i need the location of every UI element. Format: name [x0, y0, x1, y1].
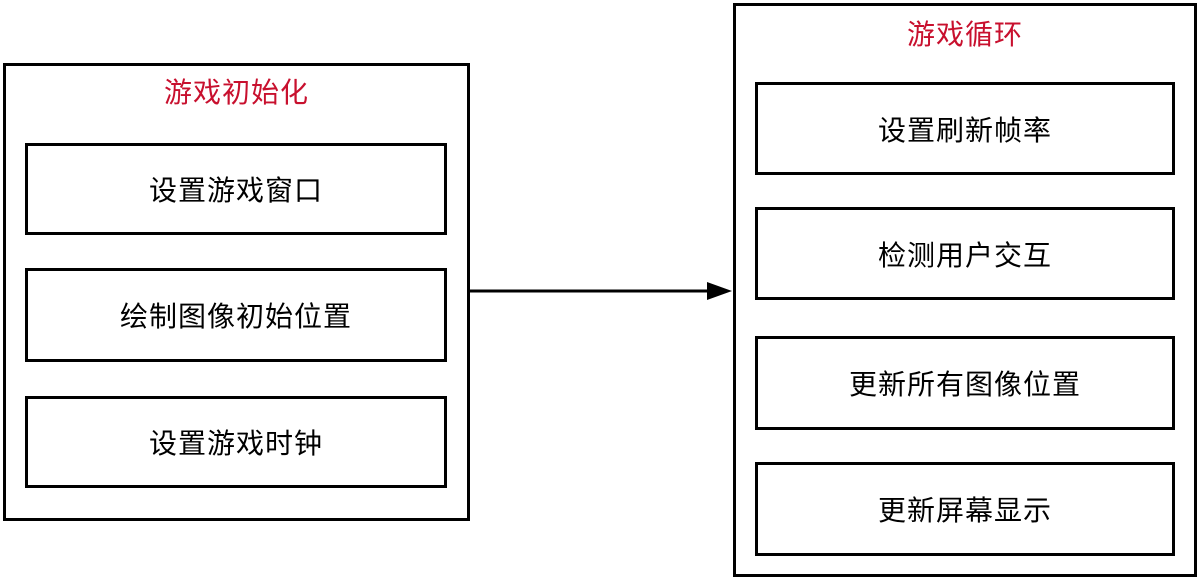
panel-game-init: 游戏初始化 设置游戏窗口 绘制图像初始位置 设置游戏时钟 [3, 63, 470, 521]
step-update-screen-display: 更新屏幕显示 [755, 462, 1175, 556]
step-set-refresh-frame-rate: 设置刷新帧率 [755, 82, 1175, 175]
step-set-game-clock: 设置游戏时钟 [25, 396, 447, 488]
step-update-all-image-positions: 更新所有图像位置 [755, 336, 1175, 430]
flow-arrow-icon [470, 282, 732, 300]
step-detect-user-interaction: 检测用户交互 [755, 207, 1175, 300]
step-draw-initial-image-position: 绘制图像初始位置 [25, 268, 447, 362]
panel-game-init-title: 游戏初始化 [163, 77, 309, 108]
step-set-game-window: 设置游戏窗口 [25, 143, 447, 235]
panel-game-loop: 游戏循环 设置刷新帧率 检测用户交互 更新所有图像位置 更新屏幕显示 [733, 3, 1197, 577]
panel-game-loop-title: 游戏循环 [906, 19, 1023, 50]
